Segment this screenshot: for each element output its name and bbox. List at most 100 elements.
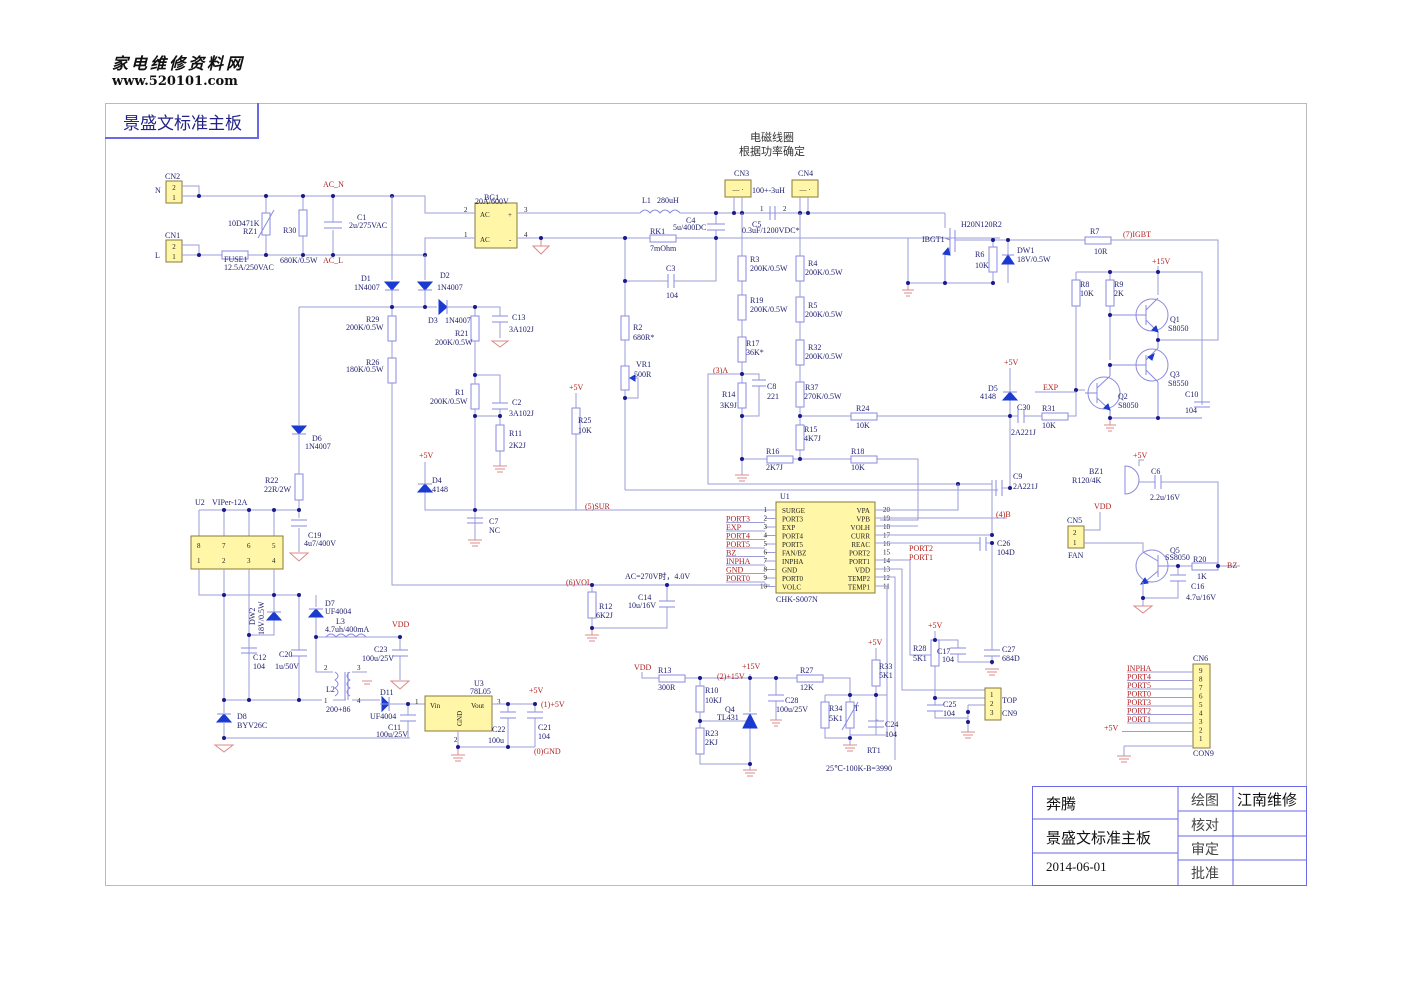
net-plus5-d5: +5V — [1004, 358, 1019, 367]
r19-ref: R19 — [750, 296, 763, 305]
cn3-ref: CN3 — [734, 169, 749, 178]
d11-ref: D11 — [380, 688, 393, 697]
net-vol: (6)VOL — [566, 578, 592, 587]
c12-value: 104 — [253, 662, 265, 671]
cn5-connector — [1067, 525, 1085, 549]
u1-pin-name: PORT5 — [782, 541, 803, 549]
r15-value: 4K7J — [804, 434, 821, 443]
ac-input-section: 21 CN2 N 21 CN1 L FUSE1 12.5A/250VAC 10D… — [155, 172, 460, 272]
cn6-pin-net: PORT4 — [1127, 673, 1151, 682]
cn6-pin-net: INPHA — [1127, 664, 1152, 673]
cn6-pin-num: 9 — [1199, 667, 1203, 675]
u1-pin-num: 9 — [764, 574, 768, 582]
u1-pin-name: PORT1 — [849, 558, 870, 566]
u1-pin-net: BZ — [726, 549, 736, 558]
cn9-net: TOP — [1002, 696, 1018, 705]
r33-value: 5K1 — [879, 671, 893, 680]
u1-pin-num: 18 — [883, 523, 891, 531]
svg-text:6: 6 — [247, 542, 251, 550]
d5-ref: D5 — [988, 384, 998, 393]
svg-text:1: 1 — [197, 557, 201, 565]
cn6-pin-num: 1 — [1199, 735, 1203, 743]
regulator-15v: VDD R13 300R R10 10KJ R23 2KJ Q4 TL431 (… — [634, 638, 898, 777]
r32-value: 200K/0.5W — [805, 352, 843, 361]
u1-pin-num: 6 — [764, 549, 768, 557]
l3-ref: L3 — [336, 617, 345, 626]
net-sur: (5)SUR — [585, 502, 611, 511]
u1-ref: U1 — [780, 492, 790, 501]
dw1-ref: DW1 — [1017, 246, 1034, 255]
divider-chains: R3 200K/0.5W R19 200K/0.5W R17 36K* R14 … — [707, 213, 1010, 521]
u1-pin-name: PORT2 — [849, 550, 870, 558]
svg-text:2: 2 — [454, 736, 458, 744]
cn4-ref: CN4 — [798, 169, 813, 178]
r29-value: 200K/0.5W — [346, 323, 384, 332]
r24-ref: R24 — [856, 404, 869, 413]
igbt-driver: H20N120R2 IBGT1 R6 10K DW1 18V/0.5W R7 1… — [902, 213, 1219, 496]
c19-value: 4u7/400V — [304, 539, 336, 548]
svg-text:1: 1 — [1073, 539, 1077, 547]
r20-ref: R20 — [1193, 555, 1206, 564]
d11-value: UF4004 — [370, 712, 396, 721]
c17-value: 104 — [942, 655, 954, 664]
svg-text:2: 2 — [464, 206, 468, 214]
tb-date: 2014-06-01 — [1046, 859, 1107, 874]
r30-ref: R30 — [283, 226, 296, 235]
buzzer-fan-section: +5V BZ1 R120/4K C6 2.2u/16V VDD 21 CN5 F… — [1067, 451, 1240, 614]
u1-pin-name: TEMP2 — [848, 575, 871, 583]
cn6-pin-num: 8 — [1199, 676, 1203, 684]
r30 — [298, 209, 308, 237]
c24-value: 104 — [885, 730, 897, 739]
net-vdd-r13: VDD — [634, 663, 652, 672]
cn2-label: CN2 — [165, 172, 180, 181]
c22-ref: C22 — [492, 725, 505, 734]
cn6-pin-net: +5V — [1104, 724, 1119, 733]
u3-value: 78L05 — [470, 687, 491, 696]
net-p5: (1)+5V — [541, 700, 565, 709]
c23-ref: C23 — [374, 645, 387, 654]
cn5-ref: CN5 — [1067, 516, 1082, 525]
rk1-ref: RK1 — [650, 227, 665, 236]
u1-pin-net: PORT5 — [726, 540, 750, 549]
svg-text:1: 1 — [760, 205, 764, 213]
r2-ref: R2 — [633, 323, 642, 332]
r7-ref: R7 — [1090, 227, 1099, 236]
svg-text:5: 5 — [272, 542, 276, 550]
r17-value: 36K* — [746, 348, 764, 357]
r26-ref: R26 — [366, 358, 379, 367]
d2-value: 1N4007 — [437, 283, 463, 292]
svg-text:— ·: — · — [798, 186, 810, 194]
q4-ref: Q4 — [725, 705, 735, 714]
u1-pin-num: 7 — [764, 557, 768, 565]
cn6-pin-net: PORT2 — [1127, 707, 1151, 716]
cn6-pin-num: 4 — [1199, 710, 1203, 718]
rz1-ref: RZ1 — [243, 227, 257, 236]
cn2-connector — [165, 180, 183, 204]
net-exp: EXP — [1043, 383, 1059, 392]
cn3-connector — [724, 179, 752, 198]
r4-value: 200K/0.5W — [805, 268, 843, 277]
bg1-ref: BG1 — [484, 193, 499, 202]
net-plus5-r28: +5V — [928, 621, 943, 630]
cn6-pin-num: 3 — [1199, 718, 1203, 726]
c16-value: 4.7u/16V — [1186, 593, 1216, 602]
u3-pin-vout: Vout — [471, 702, 484, 710]
r19-value: 200K/0.5W — [750, 305, 788, 314]
dw2-value: 18V/0.5W — [257, 601, 266, 635]
d3-ref: D3 — [428, 316, 438, 325]
bg1-bridge: BG1 20A/600V AC AC + - 21 34 — [460, 193, 1000, 255]
net-plus15-q4: +15V — [742, 662, 761, 671]
r9-ref: R9 — [1114, 280, 1123, 289]
u1-pin-name: INPHA — [782, 558, 803, 566]
u2-ref: U2 — [195, 498, 205, 507]
r9-value: 2K — [1114, 289, 1124, 298]
r14-ref: R14 — [722, 390, 735, 399]
c17-ref: C17 — [937, 647, 950, 656]
svg-text:1: 1 — [464, 231, 468, 239]
u1-pin-num: 1 — [764, 506, 768, 514]
u1-pin-net: GND — [726, 566, 744, 575]
u2-value: VIPer-12A — [212, 498, 248, 507]
rt1-ref: RT1 — [867, 746, 881, 755]
cn6-pin-net: PORT1 — [1127, 715, 1151, 724]
c8-ref: C8 — [767, 382, 776, 391]
